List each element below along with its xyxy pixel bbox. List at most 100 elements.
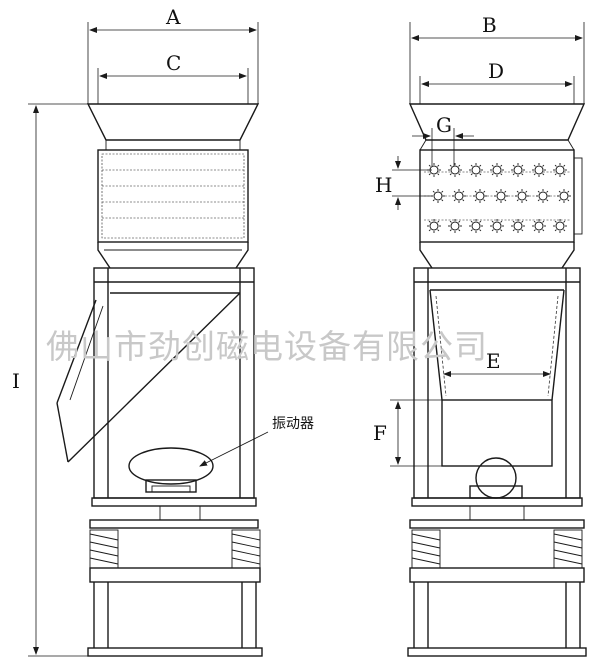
magnet-rod-tick xyxy=(449,173,452,176)
magnet-rod-tick xyxy=(546,190,549,193)
magnet-rod-tick xyxy=(563,229,566,232)
dimension-label-d: D xyxy=(488,59,504,83)
dimension-label-h: H xyxy=(375,173,392,197)
magnet-rod-tick xyxy=(533,229,536,232)
side-view xyxy=(390,22,587,657)
magnet-rod-tick xyxy=(470,164,473,167)
magnet-rod-tick xyxy=(537,190,540,193)
magnet-rod-tick xyxy=(470,220,473,223)
magnet-rod-tick xyxy=(516,190,519,193)
magnet-rod-tick xyxy=(563,173,566,176)
magnet-rod-tick xyxy=(449,220,452,223)
magnet-rod-tick xyxy=(504,199,507,202)
magnet-rod-tick xyxy=(491,164,494,167)
vibrator-callout: 振动器 xyxy=(272,416,314,432)
magnet-rod xyxy=(492,221,502,231)
magnet-rod-tick xyxy=(474,190,477,193)
magnet-rod xyxy=(429,221,439,231)
magnet-rod-tick xyxy=(479,220,482,223)
magnet-rod xyxy=(534,221,544,231)
magnet-rod-tick xyxy=(462,199,465,202)
magnet-rod-tick xyxy=(521,220,524,223)
magnet-rod-tick xyxy=(516,199,519,202)
magnet-rod xyxy=(471,165,481,175)
magnet-rod-tick xyxy=(437,164,440,167)
magnet-rod xyxy=(559,191,569,201)
magnet-rod-tick xyxy=(500,164,503,167)
magnet-rod-tick xyxy=(533,164,536,167)
magnet-rod-tick xyxy=(567,190,570,193)
magnet-rod-tick xyxy=(441,190,444,193)
magnet-rod-tick xyxy=(512,164,515,167)
spring-left xyxy=(89,529,119,569)
magnet-rod-tick xyxy=(458,164,461,167)
magnet-rod-tick xyxy=(432,190,435,193)
company-watermark: 佛山市劲创磁电设备有限公司 xyxy=(46,327,488,366)
magnet-rod-tick xyxy=(495,190,498,193)
magnet-rod-tick xyxy=(512,229,515,232)
dimension-label-b: B xyxy=(482,13,497,37)
magnet-rod-tick xyxy=(558,199,561,202)
magnet-rod-tick xyxy=(458,173,461,176)
magnet-rod-tick xyxy=(495,199,498,202)
magnet-rod-tick xyxy=(512,173,515,176)
magnet-rod-tick xyxy=(453,190,456,193)
magnet-rod-tick xyxy=(521,164,524,167)
magnet-rod-tick xyxy=(470,229,473,232)
magnet-rod-tick xyxy=(449,164,452,167)
dimension-label-i: I xyxy=(12,369,20,393)
magnet-rod-tick xyxy=(479,229,482,232)
magnet-rod xyxy=(513,165,523,175)
magnet-rod-tick xyxy=(470,173,473,176)
magnet-rod-tick xyxy=(432,199,435,202)
magnet-rod-tick xyxy=(483,199,486,202)
magnet-rod-tick xyxy=(554,173,557,176)
magnet-rod-tick xyxy=(458,220,461,223)
magnet-rod-tick xyxy=(453,199,456,202)
magnet-rod-tick xyxy=(462,190,465,193)
dimension-label-f: F xyxy=(373,421,387,445)
magnet-rod-tick xyxy=(500,173,503,176)
dimension-label-a: A xyxy=(165,5,181,29)
spring-right xyxy=(231,529,261,569)
magnet-rod-tick xyxy=(491,229,494,232)
magnet-rod xyxy=(450,165,460,175)
magnet-rod-tick xyxy=(542,173,545,176)
magnet-rod xyxy=(496,191,506,201)
magnet-rod xyxy=(534,165,544,175)
magnet-rod-tick xyxy=(563,164,566,167)
magnet-rod-tick xyxy=(533,220,536,223)
magnet-rod-tick xyxy=(546,199,549,202)
magnet-rod xyxy=(454,191,464,201)
magnet-rod-tick xyxy=(428,220,431,223)
magnet-rod-tick xyxy=(491,173,494,176)
magnet-rod-tick xyxy=(483,190,486,193)
magnet-rod-tick xyxy=(500,220,503,223)
magnet-rod-tick xyxy=(567,199,570,202)
magnet-rod-tick xyxy=(428,229,431,232)
magnet-rod xyxy=(513,221,523,231)
magnet-rod-tick xyxy=(521,229,524,232)
magnet-rod-tick xyxy=(428,164,431,167)
magnet-rod xyxy=(433,191,443,201)
magnet-rod xyxy=(492,165,502,175)
magnet-rod-tick xyxy=(504,190,507,193)
dimension-label-e: E xyxy=(486,349,501,373)
front-view xyxy=(28,22,269,657)
magnet-rod-tick xyxy=(521,173,524,176)
magnet-rod-tick xyxy=(441,199,444,202)
magnet-rod-tick xyxy=(537,199,540,202)
magnet-rod-tick xyxy=(449,229,452,232)
magnet-rod-tick xyxy=(474,199,477,202)
magnet-rod-tick xyxy=(437,173,440,176)
magnet-rod-tick xyxy=(525,190,528,193)
magnet-rod-tick xyxy=(542,164,545,167)
magnet-rod-tick xyxy=(542,229,545,232)
magnet-rod-tick xyxy=(479,164,482,167)
magnet-rod xyxy=(517,191,527,201)
magnet-rod-tick xyxy=(554,164,557,167)
magnet-rod xyxy=(475,191,485,201)
magnet-rod-tick xyxy=(437,220,440,223)
magnet-rod-tick xyxy=(512,220,515,223)
